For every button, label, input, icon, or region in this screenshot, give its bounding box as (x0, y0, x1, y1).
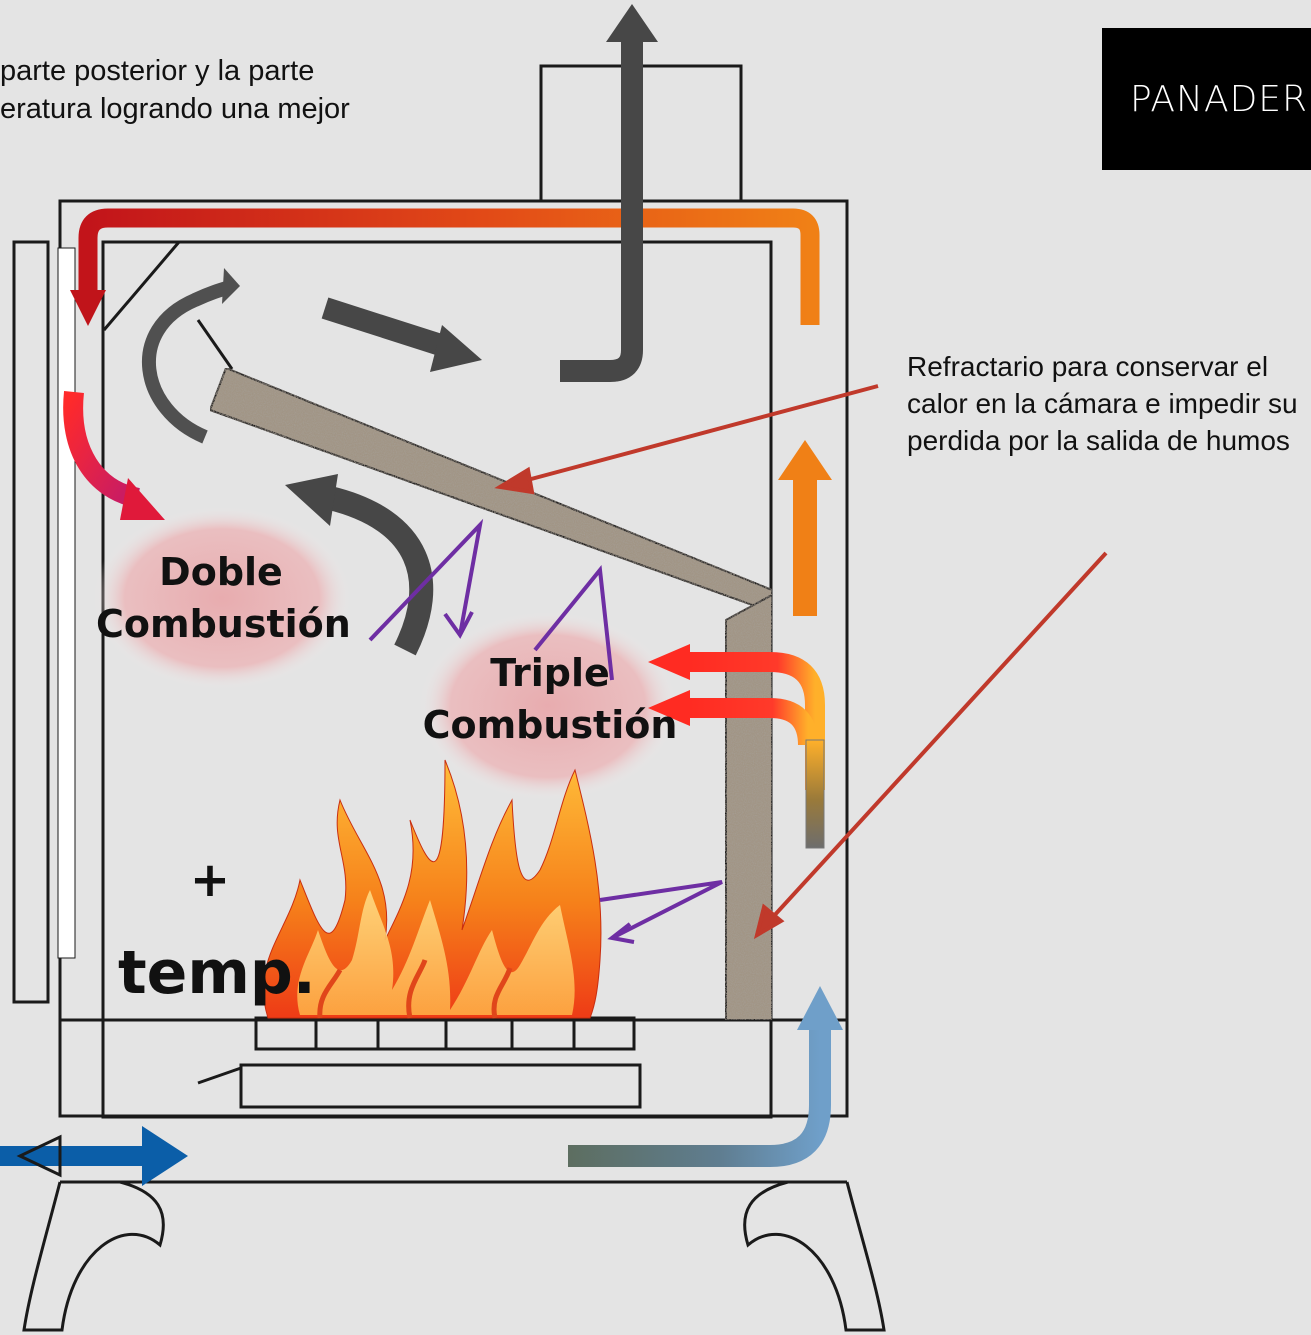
red-curve-arrowhead (120, 478, 165, 520)
left-leg (22, 1180, 165, 1332)
double-combustion-zone (92, 506, 352, 690)
ash-drawer (239, 1063, 642, 1109)
brand-logo: PANADERO (1102, 28, 1311, 170)
triple-combustion-line1: Triple (490, 651, 610, 695)
right-leg (743, 1180, 886, 1332)
smoke-curve-middle (326, 486, 434, 656)
cold-air-intake-head (142, 1126, 188, 1186)
red-curve-arrow (63, 390, 141, 508)
fire-icon (262, 759, 602, 1019)
ash-drawer-handle (197, 1066, 242, 1085)
smoke-exit-pipe (560, 40, 643, 382)
double-combustion-line2: Combustión (96, 602, 351, 646)
air-inlet-upper-head (648, 644, 690, 680)
temperature-label: temp. (118, 938, 316, 1008)
baffle-top-line (102, 241, 181, 331)
hot-air-top-channel (78, 208, 820, 325)
smoke-curve-left-head (222, 268, 240, 304)
door-panel (12, 240, 50, 1004)
air-inlet-upper (690, 652, 825, 790)
door-glass (57, 247, 76, 959)
hot-air-up-arrowhead (778, 440, 832, 480)
air-inlet-lower (690, 698, 818, 746)
intro-text: parte posterior y la parte eratura logra… (0, 52, 350, 128)
hot-air-top-arrowhead (70, 290, 106, 326)
smoke-diagonal-head (430, 325, 482, 372)
smoke-exit-head (606, 4, 658, 42)
intro-text-line2: eratura logrando una mejor (0, 93, 350, 125)
grate (254, 1016, 636, 1051)
refractory-pointers (494, 384, 1108, 940)
plus-sign: + (189, 852, 231, 908)
brand-name: PANADERO (1130, 79, 1311, 120)
baffle-hinge-line (196, 319, 234, 370)
triple-combustion-line2: Combustión (422, 703, 678, 747)
cold-air-rising-head (797, 986, 843, 1030)
smoke-curve-middle-head (285, 474, 338, 526)
intake-flap (16, 1134, 62, 1178)
refractory-note: Refractario para conservar el calor en l… (907, 351, 1298, 456)
smoke-diagonal-shaft (321, 297, 454, 359)
air-inlet-lower-head (648, 690, 690, 726)
triple-combustion-zone (418, 611, 678, 801)
cold-air-rising (568, 1028, 831, 1167)
heat-reflection-arrows (368, 518, 723, 944)
triple-combustion-label: Triple Combustión (410, 647, 690, 751)
intro-text-line1: parte posterior y la parte (0, 55, 315, 87)
air-inlet-down-pipe (805, 739, 825, 849)
smoke-curve-left (142, 280, 233, 444)
double-combustion-label: Doble Combustión (96, 546, 351, 650)
double-combustion-line1: Doble (159, 550, 283, 594)
hot-air-up-shaft (793, 480, 817, 616)
